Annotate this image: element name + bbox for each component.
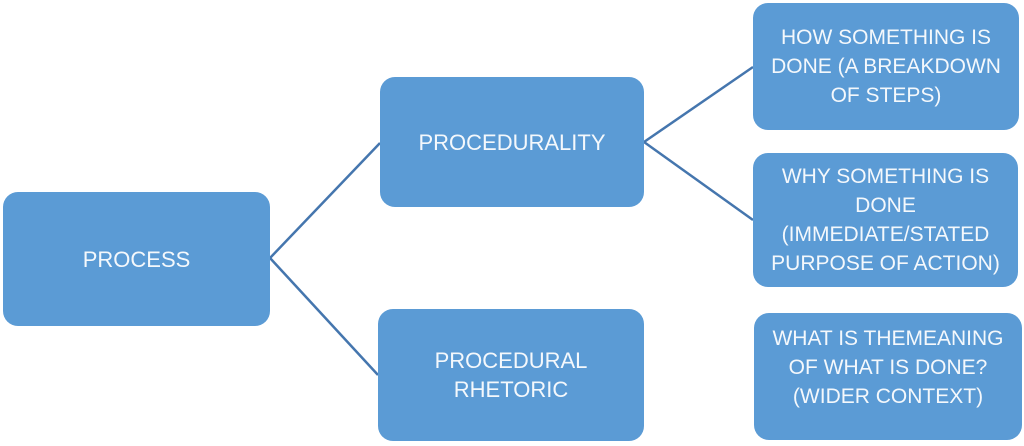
node-what-label-line3: (WIDER CONTEXT) <box>792 385 984 408</box>
node-procedural-rhetoric-label-line2: RHETORIC <box>453 377 569 402</box>
node-why-something-is-done: WHY SOMETHING IS DONE (IMMEDIATE/STATED … <box>753 153 1018 287</box>
node-procedural-rhetoric-label-line1: PROCEDURAL <box>434 348 588 373</box>
node-what-is-the-meaning: WHAT IS THEMEANING OF WHAT IS DONE? (WID… <box>754 313 1022 440</box>
connector-process-procedurality <box>269 142 381 259</box>
node-why-label-line1: WHY SOMETHING IS <box>781 165 990 188</box>
node-procedurality-label: PROCEDURALITY <box>418 129 606 155</box>
node-what-label-line2: OF WHAT IS DONE? <box>788 356 988 379</box>
node-process: PROCESS <box>3 192 270 326</box>
connector-process-procedural-rhetoric <box>269 257 379 376</box>
node-how-label-line1: HOW SOMETHING IS <box>781 26 991 49</box>
node-how-label-line3: OF STEPS) <box>830 84 942 107</box>
connector-procedurality-how <box>643 65 754 144</box>
connector-procedurality-why <box>643 140 754 222</box>
node-what-label-line1: WHAT IS THEMEANING <box>772 327 1004 350</box>
node-process-label: PROCESS <box>82 246 191 272</box>
node-why-label-line2: DONE <box>855 194 916 217</box>
node-why-label-line4: PURPOSE OF ACTION) <box>771 252 1000 275</box>
node-how-something-is-done: HOW SOMETHING IS DONE (A BREAKDOWN OF ST… <box>753 3 1019 130</box>
node-why-label-line3: (IMMEDIATE/STATED <box>781 223 990 246</box>
node-how-label-line2: DONE (A BREAKDOWN <box>771 55 1001 78</box>
node-procedurality: PROCEDURALITY <box>380 77 644 207</box>
node-procedural-rhetoric: PROCEDURAL RHETORIC <box>378 309 644 441</box>
